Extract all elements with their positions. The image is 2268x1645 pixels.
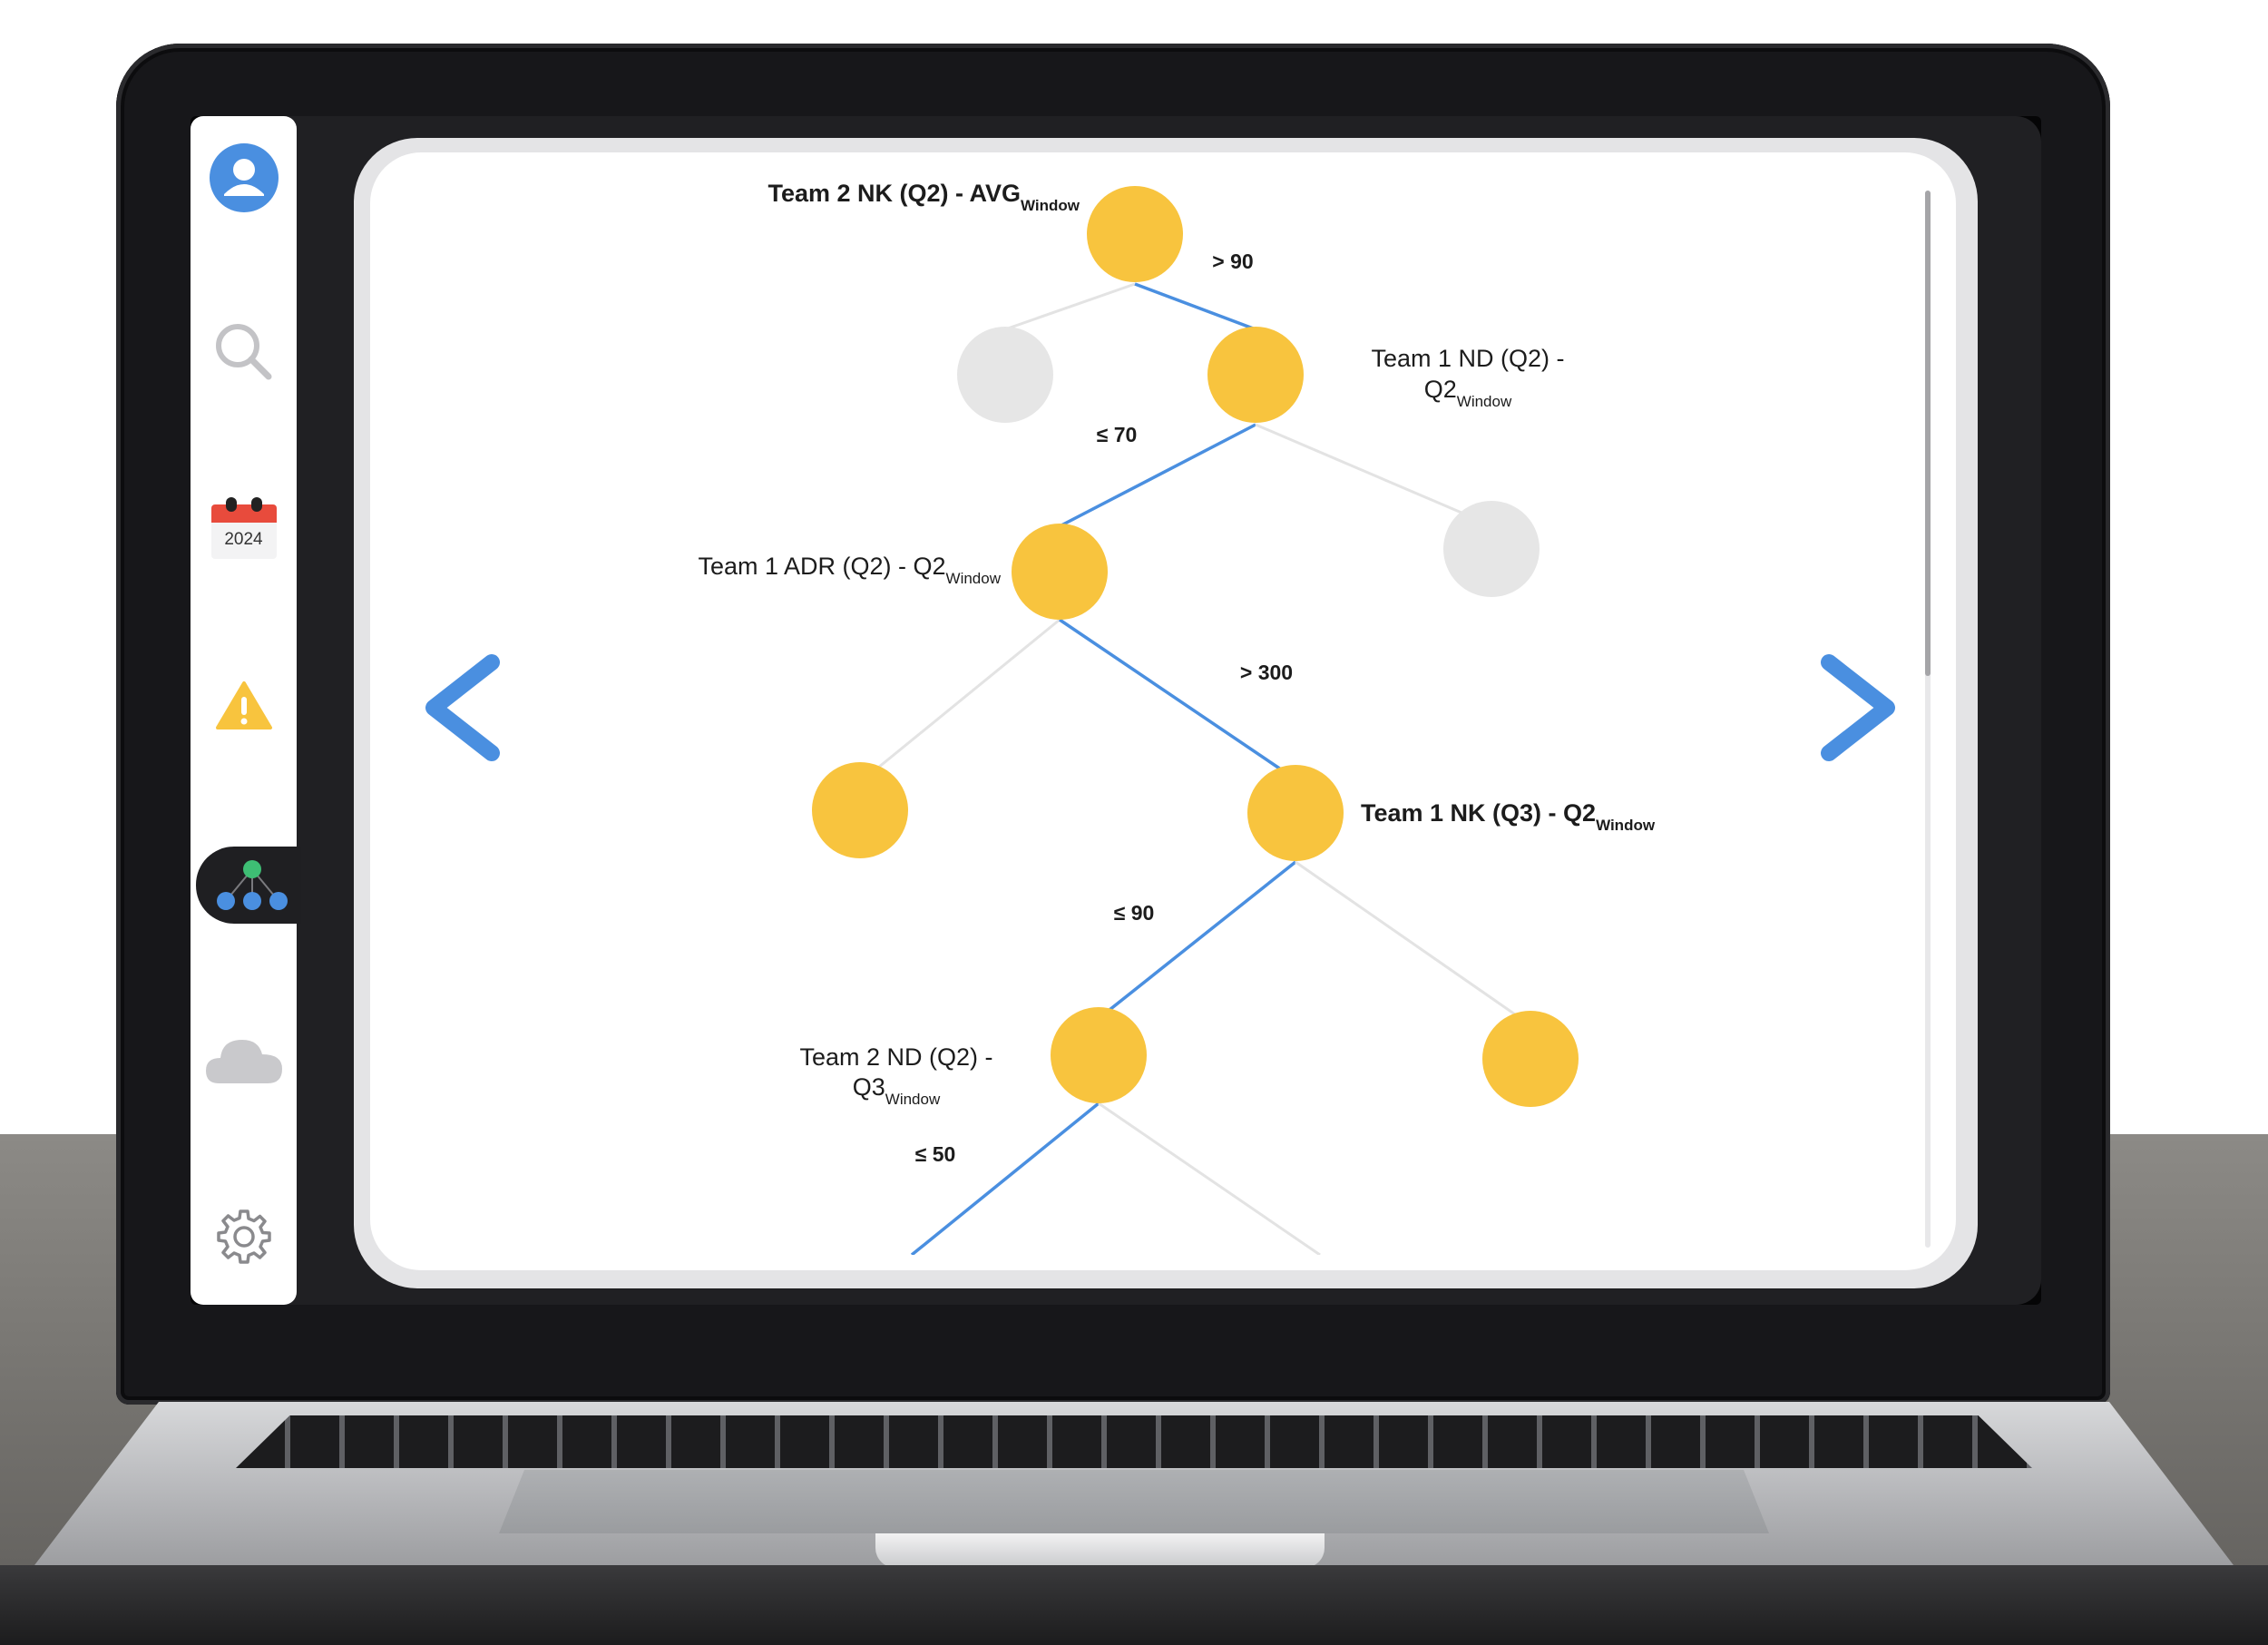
edge-n2-right [1255, 423, 1469, 517]
chevron-left-icon [425, 654, 500, 761]
edge-n5-right [1098, 1102, 1321, 1255]
edge-n4-right [1295, 860, 1516, 1016]
chevron-right-icon [1821, 654, 1895, 761]
node-n4[interactable] [1247, 765, 1344, 861]
calendar-icon: 2024 [210, 494, 277, 559]
content-panel [370, 152, 1956, 1270]
edge-root-right [1134, 282, 1256, 331]
sidebar-item-search[interactable] [191, 316, 297, 388]
edge-n5-left [910, 1102, 1100, 1255]
node-n4-right-leaf[interactable] [1482, 1011, 1579, 1107]
calendar-year-label: 2024 [224, 530, 263, 549]
edge-label-e1: > 90 [1212, 250, 1253, 273]
gear-icon [216, 1209, 271, 1264]
lid-opening-notch [875, 1533, 1325, 1568]
edge-label-e2: ≤ 70 [1097, 423, 1138, 446]
node-label-n2-line1: Team 1 ND (Q2) - [1371, 345, 1564, 372]
node-root[interactable] [1087, 186, 1183, 282]
decision-tree: > 90 ≤ 70 > 300 ≤ 90 ≤ 50 Team 2 NK (Q2)… [698, 180, 1656, 1255]
node-n2[interactable] [1207, 327, 1304, 423]
node-label-root: Team 2 NK (Q2) - AVGWindow [767, 180, 1080, 214]
edge-root-left [1004, 282, 1136, 331]
sidebar-item-cloud[interactable] [191, 1023, 297, 1096]
vertical-scrollbar-track[interactable] [1925, 191, 1931, 1248]
node-label-n3: Team 1 ADR (Q2) - Q2Window [698, 553, 1001, 587]
node-n2-right-leaf[interactable] [1443, 501, 1540, 597]
sidebar-item-alerts[interactable] [191, 670, 297, 742]
edge-labels: > 90 ≤ 70 > 300 ≤ 90 ≤ 50 [915, 250, 1293, 1166]
node-root-left-leaf[interactable] [957, 327, 1053, 423]
prev-button[interactable] [419, 653, 501, 762]
sidebar-item-calendar[interactable]: 2024 [191, 490, 297, 563]
next-button[interactable] [1820, 653, 1901, 762]
cloud-icon [205, 1040, 282, 1083]
tree-network-icon [217, 860, 288, 910]
edge-label-e3: > 300 [1240, 661, 1293, 684]
node-label-n5-line1: Team 2 ND (Q2) - [799, 1043, 992, 1071]
node-n3[interactable] [1012, 524, 1108, 620]
sidebar-item-profile[interactable] [191, 142, 297, 214]
keyboard [236, 1415, 2032, 1468]
edge-n3-left [877, 618, 1061, 769]
node-label-n2-line2: Q2Window [1424, 376, 1512, 410]
sidebar-item-settings[interactable] [191, 1200, 297, 1273]
edge-n2-left [1059, 423, 1256, 528]
tree-edges [877, 282, 1516, 1255]
sidebar: 2024 [191, 116, 297, 1305]
search-icon [215, 324, 271, 380]
node-label-n4: Team 1 NK (Q3) - Q2Window [1361, 799, 1656, 834]
sidebar-item-decision-tree[interactable] [196, 847, 301, 924]
tree-nodes [812, 186, 1579, 1107]
edge-label-e5: ≤ 50 [915, 1142, 956, 1166]
edge-n4-left [1108, 860, 1297, 1012]
edge-n3-right [1059, 618, 1282, 771]
warning-icon [215, 681, 272, 729]
laptop-front-edge [0, 1565, 2268, 1645]
node-n3-left-leaf[interactable] [812, 762, 908, 858]
vertical-scrollbar-thumb[interactable] [1925, 191, 1931, 676]
user-avatar-icon [209, 143, 279, 212]
edge-label-e4: ≤ 90 [1114, 901, 1155, 925]
node-n5[interactable] [1051, 1007, 1147, 1103]
node-label-n5-line2: Q3Window [853, 1073, 941, 1108]
node-labels: Team 2 NK (Q2) - AVGWindow Team 1 ND (Q2… [698, 180, 1655, 1108]
trackpad [499, 1470, 1769, 1533]
